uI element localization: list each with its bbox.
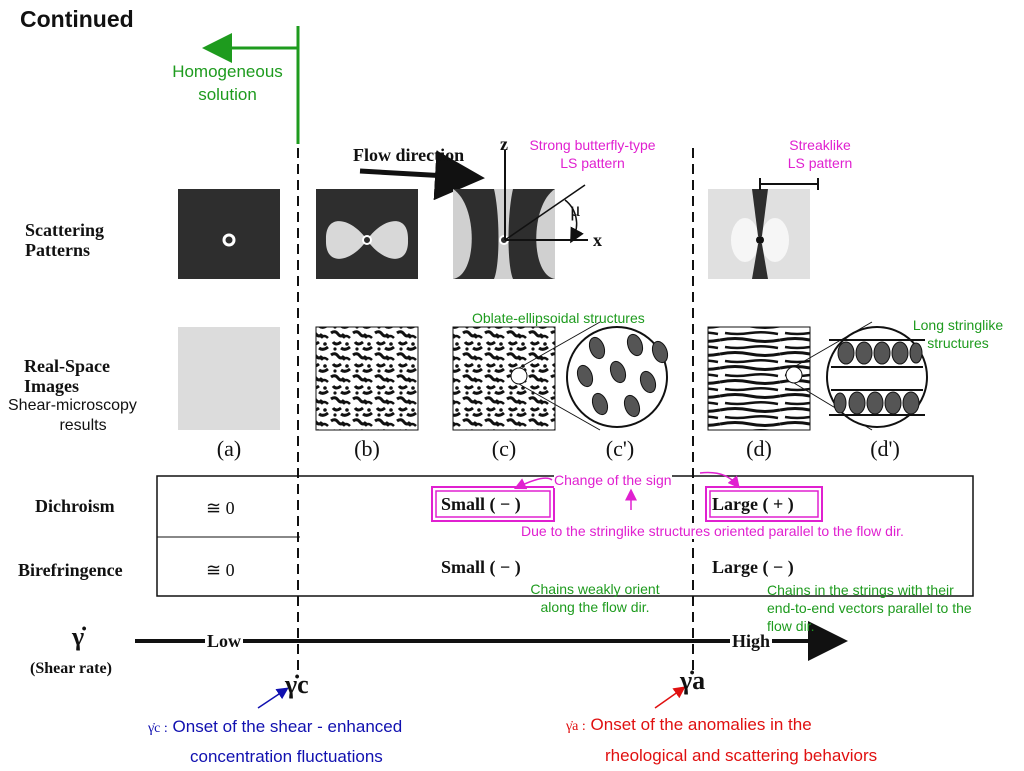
- streaklike-line1: Streaklike: [789, 137, 851, 153]
- strings-line1: Chains in the strings with their: [767, 582, 954, 598]
- panel-label-c: (c): [491, 436, 517, 461]
- magnified-stringlike: [826, 326, 928, 428]
- gamma-c-label: γ̇c: [285, 670, 309, 699]
- oblate-annotation: Oblate-ellipsoidal structures: [472, 310, 645, 326]
- streaklike-annotation: Streaklike LS pattern: [770, 136, 870, 172]
- stringlike-line2: structures: [927, 335, 989, 351]
- dichroism-small-value: Small ( − ): [441, 494, 521, 514]
- change-sign-arrow-right: [699, 471, 740, 489]
- onset-a-text1: Onset of the anomalies in the: [590, 715, 812, 734]
- homogeneous-solution-label: Homogeneous solution: [150, 60, 305, 106]
- large-highlight-box: [705, 486, 823, 522]
- axes-c: [504, 150, 588, 244]
- homogeneous-line1: Homogeneous: [172, 62, 283, 81]
- change-sign-arrow-left: [513, 477, 553, 490]
- onset-c-symbol: γ̇c :: [148, 721, 168, 736]
- change-sign-annotation: Change of the sign: [554, 472, 672, 488]
- realspace-line4: results: [59, 417, 107, 434]
- small-highlight-box-inner: [435, 490, 551, 518]
- onset-a-line1: γ̇a : Onset of the anomalies in the: [566, 710, 877, 741]
- real-space-label: Real-Space Images Shear-microscopy resul…: [8, 356, 158, 436]
- shear-rate-label: (Shear rate): [30, 660, 112, 677]
- large-highlight-box-inner: [709, 490, 819, 518]
- realspace-line2: Images: [24, 376, 79, 396]
- due-to-annotation: Due to the stringlike structures oriente…: [521, 523, 904, 539]
- scattering-patterns-label: Scattering Patterns: [25, 220, 104, 260]
- butterfly-line2: LS pattern: [560, 155, 625, 171]
- butterfly-annotation: Strong butterfly-type LS pattern: [510, 136, 675, 172]
- scattering-pattern-b: [316, 189, 418, 279]
- shear-high-label: High: [730, 631, 773, 652]
- birefringence-label: Birefringence: [18, 560, 123, 580]
- axis-mu: μ: [570, 199, 581, 221]
- small-highlight-box: [431, 486, 555, 522]
- onset-a-text2: rheological and scattering behaviors: [605, 746, 878, 765]
- realspace-line3: Shear-microscopy: [8, 397, 137, 414]
- panel-label-b: (b): [354, 436, 380, 461]
- onset-c-description: γ̇c : Onset of the shear - enhanced conc…: [148, 713, 402, 771]
- birefringence-low-value: ≅ 0: [206, 560, 235, 580]
- shear-symbol: γ̇: [72, 622, 85, 651]
- birefringence-small-value: Small ( − ): [441, 557, 521, 577]
- onset-c-line1: γ̇c : Onset of the shear - enhanced: [148, 713, 402, 743]
- scattering-line2: Patterns: [25, 240, 90, 260]
- onset-a-symbol: γ̇a :: [566, 719, 586, 734]
- onset-c-text2: concentration fluctuations: [190, 747, 383, 766]
- dichroism-label: Dichroism: [35, 496, 115, 516]
- real-space-image-a: [178, 327, 280, 430]
- onset-a-arrow: [654, 686, 686, 709]
- real-space-image-b: [315, 326, 419, 431]
- panel-label-a: (a): [216, 436, 242, 461]
- strings-line2: end-to-end vectors parallel to the: [767, 600, 972, 616]
- onset-a-description: γ̇a : Onset of the anomalies in the rheo…: [566, 710, 877, 770]
- streaklike-bracket: [759, 178, 819, 190]
- weakly-line1: Chains weakly orient: [530, 581, 660, 597]
- real-space-image-c: [452, 326, 556, 431]
- realspace-line1: Real-Space: [24, 356, 110, 376]
- page-title: Continued: [20, 6, 134, 32]
- panel-label-dp: (d'): [870, 436, 900, 461]
- scattering-line1: Scattering: [25, 220, 104, 240]
- zoom-marker-c: [510, 367, 528, 385]
- stringlike-line1: Long stringlike: [912, 317, 1004, 333]
- onset-c-text1: Onset of the shear - enhanced: [172, 717, 403, 736]
- dichroism-low-value: ≅ 0: [206, 498, 235, 518]
- streaklike-line2: LS pattern: [787, 155, 853, 171]
- flow-direction-arrow: [359, 150, 485, 201]
- strings-annotation: Chains in the strings with their end-to-…: [767, 581, 1022, 635]
- stringlike-annotation: Long stringlike structures: [898, 316, 1018, 352]
- panel-label-cp: (c'): [605, 436, 635, 461]
- onset-c-arrow: [257, 687, 289, 709]
- butterfly-line1: Strong butterfly-type: [529, 137, 656, 153]
- homogeneous-line2: solution: [198, 85, 257, 104]
- scattering-pattern-a: [178, 189, 280, 279]
- shear-low-label: Low: [205, 631, 244, 652]
- scattering-pattern-d: [708, 189, 810, 279]
- gamma-a-label: γ̇a: [680, 666, 706, 695]
- axis-x: x: [593, 230, 602, 250]
- strings-line3: flow dir.: [767, 618, 815, 634]
- flow-direction-label: Flow direction: [353, 145, 465, 165]
- weakly-annotation: Chains weakly orient along the flow dir.: [500, 580, 690, 616]
- birefringence-large-value: Large ( − ): [712, 557, 794, 577]
- axis-z: z: [500, 134, 508, 154]
- panel-label-d: (d): [746, 436, 772, 461]
- zoom-marker-d: [785, 366, 803, 384]
- magnified-oblate: [566, 326, 669, 428]
- dichroism-large-value: Large ( + ): [712, 494, 794, 514]
- weakly-line2: along the flow dir.: [540, 599, 650, 615]
